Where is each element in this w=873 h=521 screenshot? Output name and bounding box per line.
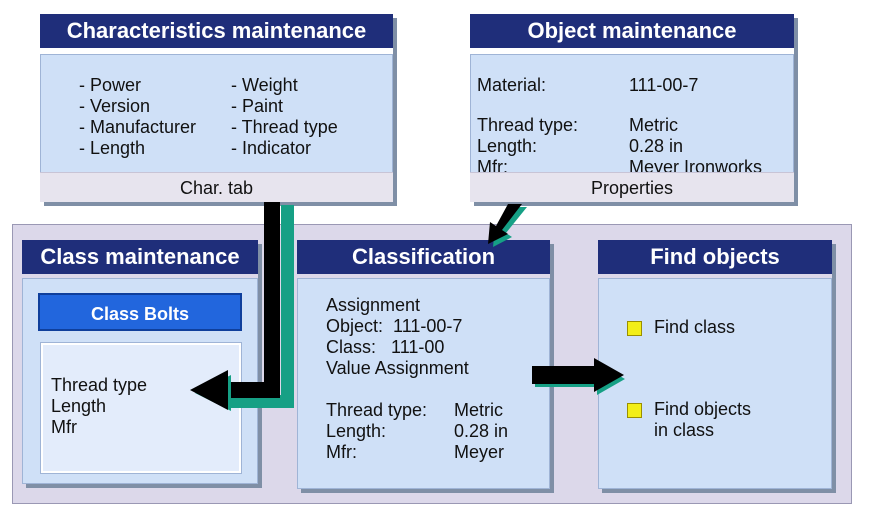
object-thread-value: Metric <box>629 115 678 135</box>
list-item: - Power <box>79 75 142 95</box>
find-objects-title: Find objects <box>598 240 832 274</box>
object-length-value: 0.28 in <box>629 136 684 156</box>
classification-line: Class: 111-00 <box>326 337 445 357</box>
find-objects-body: Find class Find objects in class <box>598 278 832 489</box>
characteristics-body: - Power - Version - Manufacturer - Lengt… <box>40 54 393 184</box>
object-material-value: 111-00-7 <box>629 75 699 95</box>
list-item: - Paint <box>231 96 284 116</box>
classification-mfr-value: Meyer <box>454 442 505 462</box>
list-item: - Weight <box>231 75 298 95</box>
object-material-label: Material: <box>477 75 547 95</box>
object-title: Object maintenance <box>470 14 794 48</box>
classification-mfr-label: Mfr: <box>326 442 357 462</box>
list-item: Thread type <box>51 375 148 395</box>
find-objects-box: Find objects Find class Find objects in … <box>598 240 832 489</box>
list-item: - Length <box>79 138 146 158</box>
characteristics-maintenance-box: Characteristics maintenance - Power - Ve… <box>40 14 393 202</box>
classification-line: Value Assignment <box>326 358 469 378</box>
class-characteristics-panel: Thread type Length Mfr <box>40 342 242 474</box>
characteristics-right-list: - Weight - Paint - Thread type - Indicat… <box>231 75 338 159</box>
classification-thread-value: Metric <box>454 400 503 420</box>
object-maintenance-box: Object maintenance Material: 111-00-7 Thr… <box>470 14 794 202</box>
object-footer: Properties <box>470 172 794 202</box>
classification-thread-label: Thread type: <box>326 400 428 420</box>
find-objects-in-class-item[interactable]: Find objects in class <box>627 399 751 441</box>
class-bolts-button[interactable]: Class Bolts <box>38 293 242 331</box>
arrow-classification-to-find <box>532 358 625 395</box>
arrow-char-tab-to-class <box>190 202 294 411</box>
find-objects-in-class-label: Find objects in class <box>654 399 752 440</box>
arrow-properties-to-classification <box>488 204 527 247</box>
classification-box: Classification Assignment Object: 111-00… <box>297 240 550 489</box>
classification-line: Assignment <box>326 295 421 315</box>
object-body: Material: 111-00-7 Thread type: Metric Len… <box>470 54 794 184</box>
list-item: Length <box>51 396 107 416</box>
classification-length-label: Length: <box>326 421 387 441</box>
find-class-item[interactable]: Find class <box>627 317 735 338</box>
classification-line: Object: 111-00-7 <box>326 316 463 336</box>
classification-length-value: 0.28 in <box>454 421 509 441</box>
classification-body: Assignment Object: 111-00-7 Class: 111-0… <box>297 278 550 489</box>
list-item: Mfr <box>51 417 77 437</box>
object-thread-label: Thread type: <box>477 115 579 135</box>
class-maintenance-title: Class maintenance <box>22 240 258 274</box>
find-class-label: Find class <box>654 317 736 337</box>
bullet-icon <box>627 403 642 418</box>
bullet-icon <box>627 321 642 337</box>
list-item: - Indicator <box>231 138 312 158</box>
characteristics-title: Characteristics maintenance <box>40 14 393 48</box>
list-item: - Version <box>79 96 151 116</box>
characteristics-footer: Char. tab <box>40 172 393 202</box>
classification-title: Classification <box>297 240 550 274</box>
characteristics-left-list: - Power - Version - Manufacturer - Lengt… <box>79 75 231 159</box>
object-length-label: Length: <box>477 136 538 156</box>
list-item: - Manufacturer <box>79 117 197 137</box>
list-item: - Thread type <box>231 117 338 137</box>
